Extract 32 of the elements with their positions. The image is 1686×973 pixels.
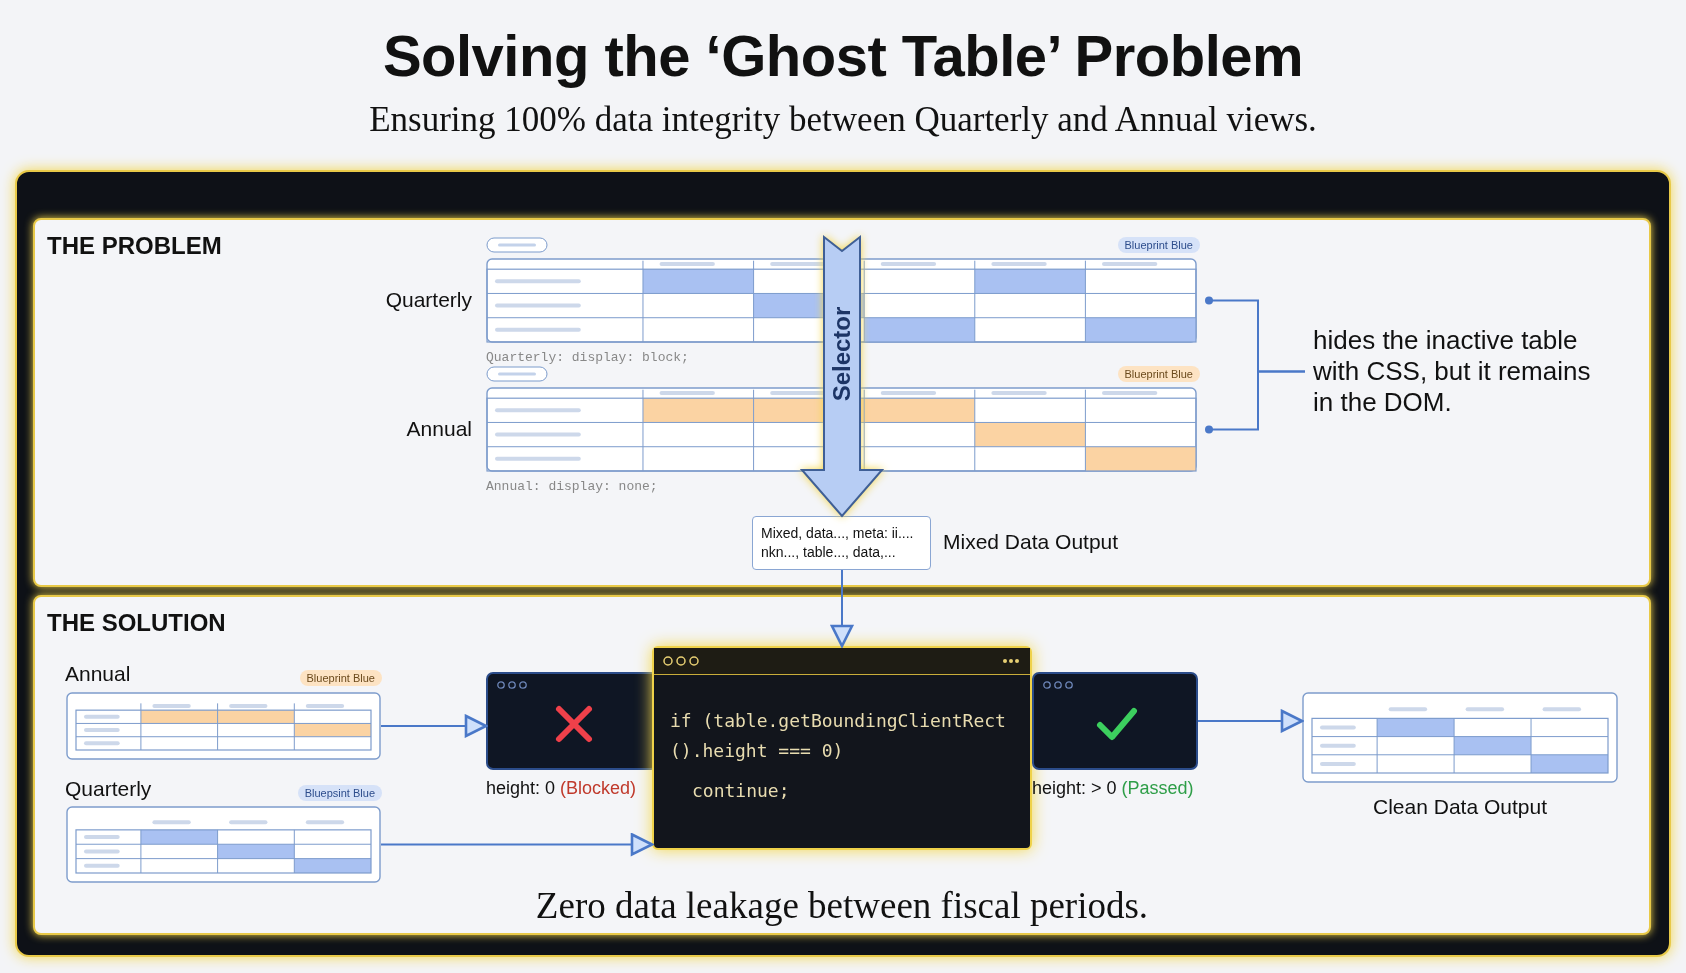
bracket-line <box>1205 370 1306 434</box>
row-heading: Annual <box>406 416 472 441</box>
arrow <box>1197 709 1304 733</box>
output-caption: Mixed Data Output <box>943 530 1119 554</box>
edge-label: Selector <box>828 306 856 402</box>
status-caption: height: > 0 (Passed) <box>1032 778 1194 799</box>
color-tag: Blueprint Blue <box>1117 366 1200 382</box>
code-line: continue; <box>692 779 791 803</box>
code-line: if (table.getBoundingClientRect ().height === 0) <box>670 709 1007 763</box>
arrow <box>830 569 854 648</box>
css-note: Quarterly: display: block; <box>486 350 689 365</box>
color-tag: Blueprint Blue <box>1117 237 1200 253</box>
selector-arrow <box>799 234 885 518</box>
summary-text: Zero data leakage between fiscal periods. <box>534 884 1150 927</box>
table-heading: Annual <box>65 662 131 686</box>
data-box: Mixed, data..., meta: ii.... nkn..., table..., data,... <box>752 516 931 570</box>
arrow <box>380 833 654 856</box>
section-panel <box>33 595 1651 935</box>
css-note: Annual: display: none; <box>486 479 658 494</box>
note-text: hides the inactive table with CSS, but it remains in the DOM. <box>1313 325 1592 418</box>
section-heading: THE SOLUTION <box>47 609 226 637</box>
color-tag: Blueprint Blue <box>299 670 382 686</box>
section-heading: THE PROBLEM <box>47 232 222 260</box>
page-title: Solving the ‘Ghost Table’ Problem <box>381 22 1305 89</box>
output-caption: Clean Data Output <box>1372 795 1548 819</box>
status-caption: height: 0 (Blocked) <box>486 778 637 799</box>
color-tag: Bluepsint Blue <box>297 785 382 801</box>
row-heading: Quarterly <box>385 287 472 312</box>
table-heading: Quarterly <box>65 777 152 801</box>
arrow <box>380 714 488 738</box>
subtitle: Ensuring 100% data integrity between Quarterly and Annual views. <box>368 100 1318 140</box>
section-panel <box>33 218 1651 587</box>
